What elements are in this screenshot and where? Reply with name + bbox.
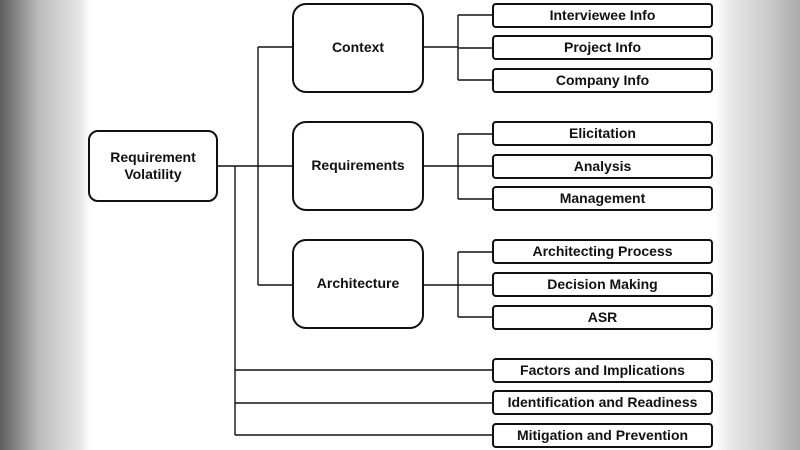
leaf-node-identification-and-readiness: Identification and Readiness: [492, 390, 713, 415]
category-node-architecture: Architecture: [292, 239, 424, 329]
leaf-node-architecting-process: Architecting Process: [492, 239, 713, 264]
root-node: Requirement Volatility: [88, 130, 218, 202]
leaf-node-company-info: Company Info: [492, 68, 713, 93]
category-node-context: Context: [292, 3, 424, 93]
leaf-node-analysis: Analysis: [492, 154, 713, 179]
leaf-node-asr: ASR: [492, 305, 713, 330]
leaf-node-management: Management: [492, 186, 713, 211]
leaf-node-elicitation: Elicitation: [492, 121, 713, 146]
leaf-node-interviewee-info: Interviewee Info: [492, 3, 713, 28]
leaf-node-mitigation-and-prevention: Mitigation and Prevention: [492, 423, 713, 448]
category-node-requirements: Requirements: [292, 121, 424, 211]
leaf-node-project-info: Project Info: [492, 35, 713, 60]
leaf-node-factors-and-implications: Factors and Implications: [492, 358, 713, 383]
leaf-node-decision-making: Decision Making: [492, 272, 713, 297]
